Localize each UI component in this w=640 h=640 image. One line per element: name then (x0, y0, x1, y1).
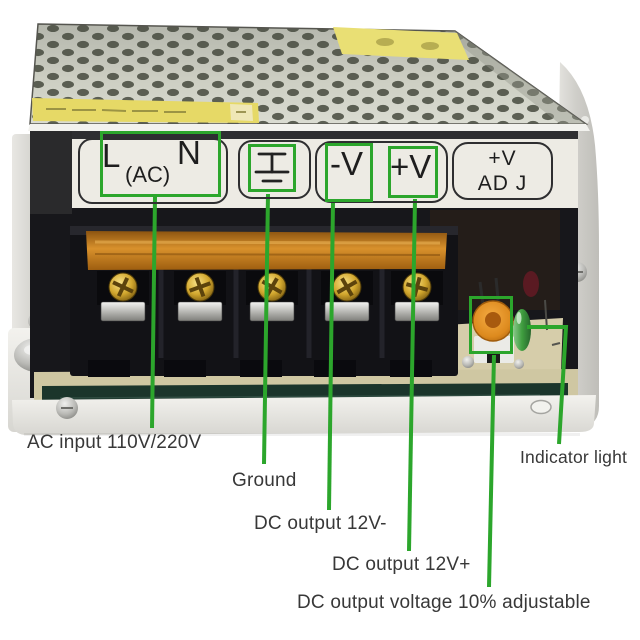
annotation-line-ac-input (150, 196, 157, 429)
annotation-box-ground (248, 144, 296, 192)
screw-terminal-2 (174, 271, 226, 322)
annotation-label-dc-neg: DC output 12V- (254, 513, 387, 534)
earth-ground-icon (254, 152, 290, 183)
screw-terminals (97, 271, 443, 322)
flange-rivet-right (530, 399, 552, 415)
sticker-left (32, 98, 259, 123)
annotation-line-dc-pos (407, 198, 417, 552)
panel-label-ac-sub: (AC) (125, 162, 171, 187)
annotation-box-ac (100, 131, 221, 197)
led-indicator (513, 309, 531, 351)
panel-label-adj-line2: AD J (477, 172, 528, 195)
annotation-line-ground (262, 193, 270, 465)
bottom-flange (12, 395, 596, 436)
panel-label-line: L (102, 137, 121, 174)
annotation-box-pos-v (388, 146, 438, 198)
annotation-label-indicator: Indicator light (520, 447, 628, 467)
panel-label-neg-v: -V (330, 145, 363, 182)
case-lid (28, 23, 590, 131)
screw-terminal-4 (321, 271, 373, 322)
panel-label-adj-line1: +V (488, 147, 517, 170)
sticker-top-right (333, 27, 469, 60)
annotation-box-neg-v (325, 143, 373, 202)
annotation-lines (150, 193, 569, 588)
panel-label-neutral: N (177, 134, 201, 171)
panel-label-pos-v: +V (390, 148, 432, 185)
panel-rect-ground (238, 140, 311, 199)
panel-rect-dc (315, 141, 448, 203)
annotation-line-adjustable (487, 354, 496, 588)
annotation-line-dc-neg (327, 200, 335, 511)
screw-terminal-3 (246, 271, 298, 322)
potentiometer-base (474, 336, 514, 363)
annotation-box-potentiometer (469, 296, 513, 354)
screw-terminal-5 (391, 271, 443, 322)
annotation-line-indicator (527, 325, 569, 445)
annotation-label-ground: Ground (232, 470, 297, 491)
annotation-label-dc-pos: DC output 12V+ (332, 554, 471, 575)
panel-rect-ac (78, 138, 228, 204)
annotation-label-adjustable: DC output voltage 10% adjustable (297, 592, 591, 613)
pcb-components (462, 271, 561, 369)
annotation-label-ac-input: AC input 110V/220V (27, 432, 202, 453)
screw-terminal-1 (97, 271, 149, 322)
panel-rect-adj (452, 142, 553, 200)
panel-label-adj: +V AD J (452, 146, 553, 196)
red-component (523, 271, 539, 297)
